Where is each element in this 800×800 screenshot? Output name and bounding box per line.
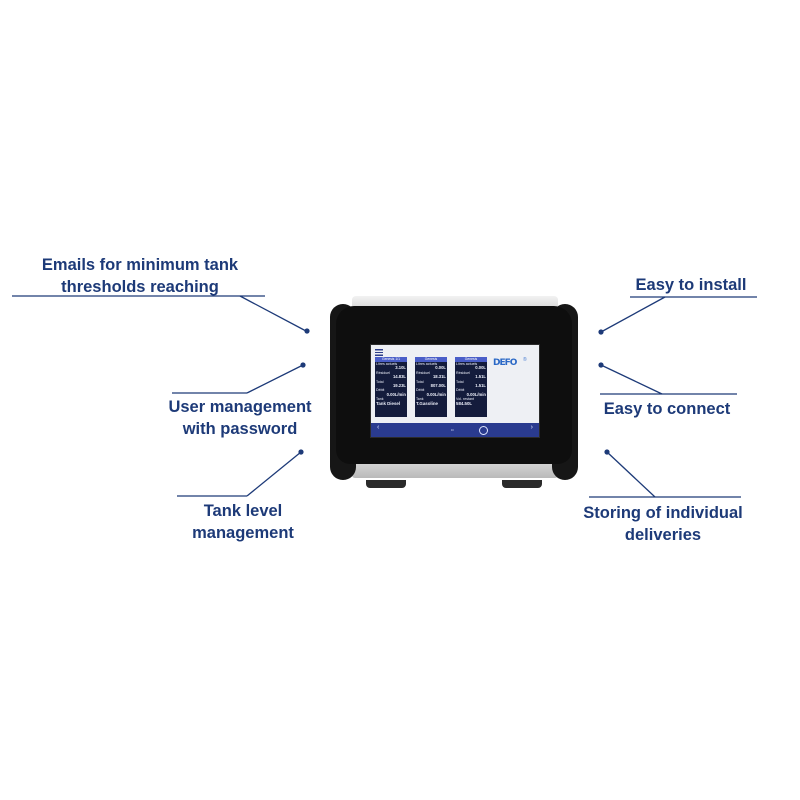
storing-leader — [606, 451, 656, 498]
panel-tank-name: 584.50L — [456, 400, 473, 406]
callout-tank-line2: management — [192, 524, 294, 542]
callout-storing: Storing of individual deliveries — [568, 502, 758, 546]
callout-emails-line1: Emails for minimum tank — [41, 256, 239, 274]
panel-row-label: Résiduel — [456, 370, 470, 375]
callout-emails: Emails for minimum tank thresholds reach… — [20, 254, 260, 298]
nav-page-dots: •• — [451, 427, 454, 432]
panel-row-value: 807.00L — [430, 383, 446, 389]
panel-tank-label: Tank — [376, 397, 384, 402]
tank-dot — [298, 449, 304, 455]
callout-connect-line1: Easy to connect — [603, 400, 731, 418]
callout-user: User management with password — [150, 396, 330, 440]
callout-user-line1: User management — [168, 398, 312, 416]
panel-row-label: Litres actuels — [416, 362, 438, 366]
nav-prev-button[interactable]: ‹ — [377, 424, 380, 431]
panel-row-label: Total — [456, 379, 464, 384]
emails-leader — [239, 295, 307, 332]
storing-dot — [604, 449, 610, 455]
install-dot — [598, 329, 604, 335]
device-foot-right — [502, 480, 542, 488]
panel-row-label: Débit — [376, 388, 385, 393]
callout-emails-line2: thresholds reaching — [61, 278, 219, 296]
callout-tank: Tank level management — [170, 500, 316, 544]
panel-row-value: 14.83L — [392, 374, 406, 380]
callout-connect: Easy to connect — [592, 398, 742, 420]
panel-row-value: 3.10L — [395, 365, 406, 371]
callout-tank-line1: Tank level — [203, 502, 283, 520]
panel-row-value: 1.51L — [475, 383, 486, 389]
panel-row-value: 0.00L/min — [426, 391, 446, 397]
panel-tank-label: Vol. restant — [456, 397, 474, 402]
device-foot-left — [366, 480, 406, 488]
panel-row-label: Litres actuels — [376, 362, 398, 366]
panel-tank-label: Tank — [416, 397, 424, 402]
panel-row-label: Total — [416, 379, 424, 384]
panel-row-value: 0.00L — [435, 365, 446, 371]
pump-panel-3[interactable]: Genesis Litres actuels 0.00L Résiduel 1.… — [455, 357, 487, 417]
panel-row-label: Litres actuels — [456, 362, 478, 366]
pump-panel-header: Genesis — [455, 357, 487, 362]
connect-leader — [600, 364, 663, 395]
install-leader — [600, 296, 666, 333]
touch-screen[interactable]: Genesis 1/1 Litres actuels 3.10L Résidue… — [370, 344, 540, 438]
callout-storing-line2: deliveries — [624, 526, 702, 544]
panel-row-label: Résiduel — [416, 370, 430, 375]
user-leader — [246, 364, 304, 394]
callout-install: Easy to install — [621, 274, 761, 296]
panel-row-value: 19.23L — [392, 383, 406, 389]
panel-row-value: 18.31L — [432, 374, 446, 380]
panel-tank-name: Tank Diesel — [376, 400, 401, 406]
pump-panel-1[interactable]: Genesis 1/1 Litres actuels 3.10L Résidue… — [375, 357, 407, 417]
brand-logo: DEFO — [493, 358, 517, 368]
pump-panel-2[interactable]: Genesis Litres actuels 0.00L Résiduel 18… — [415, 357, 447, 417]
panel-row-value: 1.51L — [475, 374, 486, 380]
pump-panel-header: Genesis — [415, 357, 447, 362]
connect-dot — [598, 362, 604, 368]
user-dot — [300, 362, 306, 368]
home-circle-icon[interactable] — [479, 426, 488, 435]
emails-dot — [304, 328, 310, 334]
callout-user-line2: with password — [182, 420, 298, 438]
panel-tank-name: T.Gasoline — [416, 400, 438, 406]
screen-nav-bar: ‹ •• › — [371, 423, 539, 437]
callout-storing-line1: Storing of individual — [583, 504, 743, 522]
fuel-management-device: Genesis 1/1 Litres actuels 3.10L Résidue… — [330, 294, 578, 490]
hamburger-menu-icon[interactable] — [375, 349, 383, 356]
nav-next-button[interactable]: › — [530, 424, 533, 431]
panel-row-label: Résiduel — [376, 370, 390, 375]
registered-mark: ® — [523, 357, 527, 363]
panel-row-value: 0.00L/min — [466, 391, 486, 397]
callout-install-line1: Easy to install — [635, 276, 747, 294]
pump-panel-header: Genesis 1/1 — [375, 357, 407, 362]
panel-row-label: Débit — [416, 388, 425, 393]
panel-row-value: 0.00L/min — [386, 391, 406, 397]
panel-row-value: 0.00L — [475, 365, 486, 371]
panel-row-label: Total — [376, 379, 384, 384]
tank-leader — [246, 451, 302, 497]
panel-row-label: Débit — [456, 388, 465, 393]
